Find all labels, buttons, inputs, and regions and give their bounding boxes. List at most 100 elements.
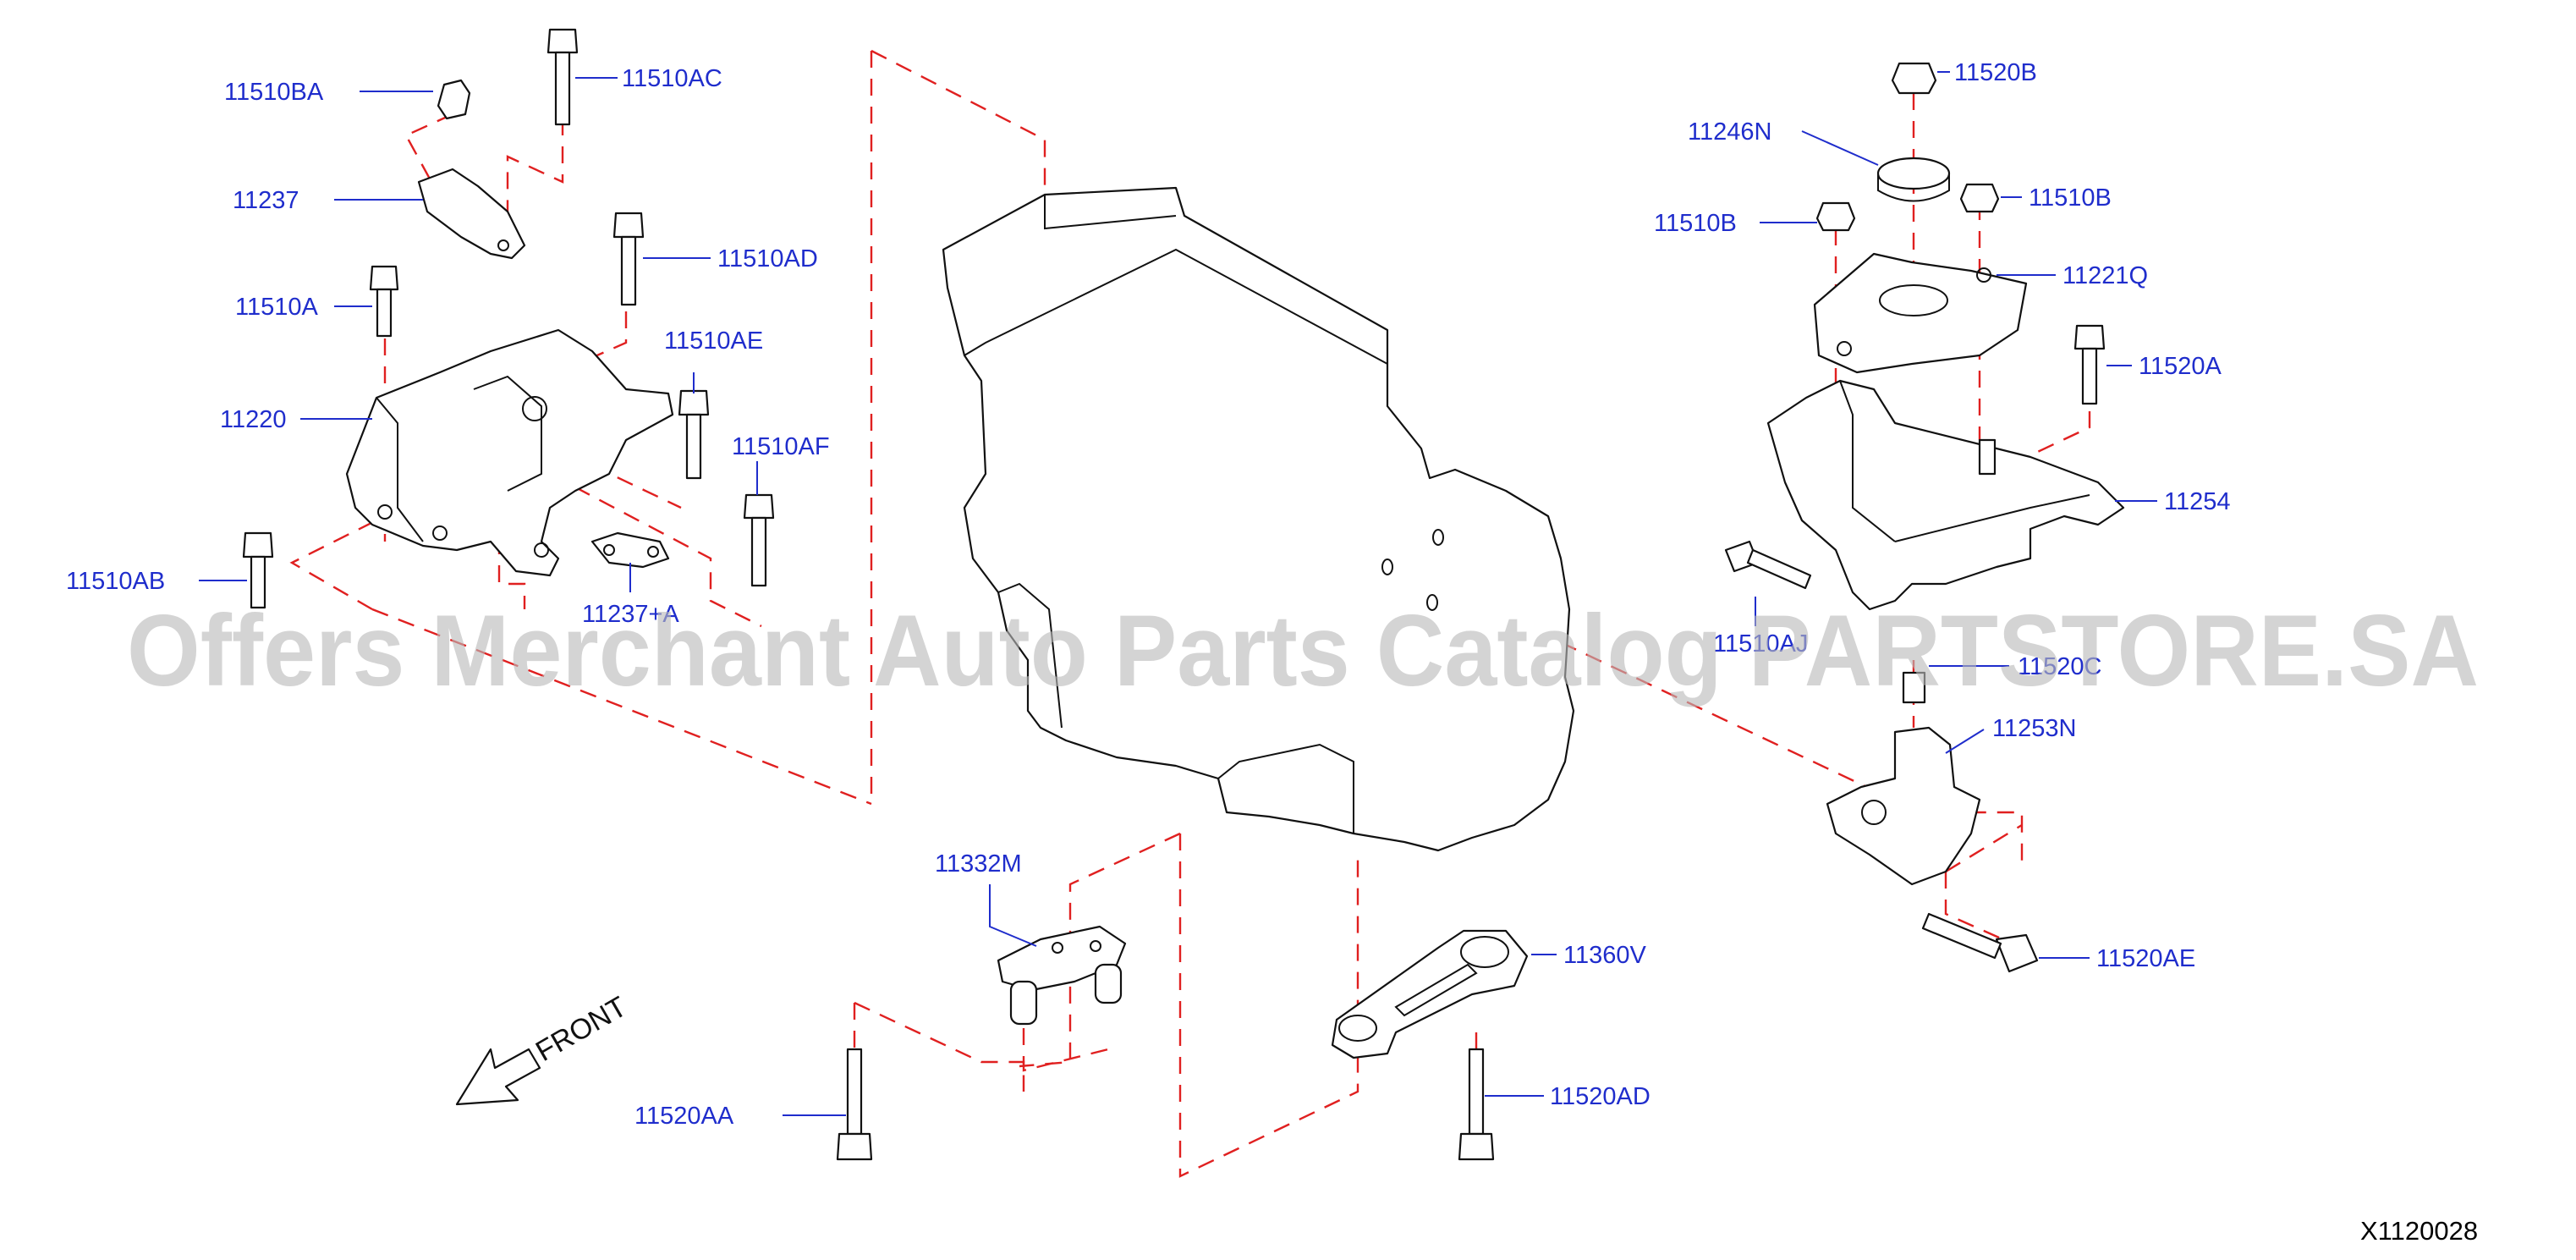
front-arrow-icon [455,1048,541,1106]
watermark: Offers Merchant Auto Parts Catalog PARTS… [127,594,2479,707]
engine-oilpan-line [1217,743,1354,834]
bracket-11253N [1826,726,1981,886]
label-11520AE: 11520AE [2096,945,2195,972]
label-11510AF: 11510AF [732,433,830,460]
torque-rod-11360V [1331,929,1529,1059]
engine-hole-2 [1381,558,1393,575]
stud-11520C [1902,671,1926,704]
guide-11360V [1178,834,1359,1178]
drawing-id: X1120028 [2360,1216,2478,1246]
label-11520B: 11520B [1954,59,2037,86]
bracket-11332M-leg-a [1009,980,1038,1026]
part-labels: 11510BA 11510AC 11237 11510AD 11510A 115… [66,59,2231,1130]
label-11520A: 11520A [2139,353,2222,380]
bolt-11510AB-shank [250,555,266,609]
mount-11220-hole-c [534,542,549,558]
guide-engine-bottom [371,608,872,806]
bracket-11237A-hole-a [603,544,615,556]
bolt-11510AJ-shank [1746,548,1812,590]
guide-11520AE [1944,872,2023,949]
bolt-11520AD-shank [1468,1048,1485,1136]
label-11221Q: 11221Q [2062,262,2148,289]
leader-11253N [1945,729,1985,754]
guide-11253N-right [1945,823,2023,873]
bolt-11510AF-shank [750,516,767,587]
guide-11520AA-b [854,1001,1025,1092]
label-11360V: 11360V [1563,942,1646,969]
mount-11220-body [345,328,674,577]
mount-11220-rib [473,375,542,492]
guide-11510AF [549,472,762,628]
mount-11220-hole-a [377,504,393,520]
bracket-11254 [1766,379,2125,611]
fasteners [242,28,2106,1161]
bracket-11237A [590,531,670,569]
engine-cylinder-head-line [964,248,1388,365]
bolt-11510AE-head [678,389,710,416]
label-11510BA: 11510BA [224,79,324,106]
nut-11520B [1891,62,1937,95]
bolt-11510AC-shank [554,51,571,126]
bracket-11237 [417,168,526,260]
mount-11220-hole-b [432,525,448,541]
front-indicator: FRONT [455,990,632,1106]
label-11246N: 11246N [1688,118,1771,146]
bolt-11510AD-head [612,212,645,239]
label-11520AD: 11520AD [1550,1083,1651,1110]
bolt-11520AE-head [1995,933,2039,973]
label-11510A: 11510A [235,294,318,321]
front-label: FRONT [530,990,632,1067]
washer-11246N [1876,157,1951,190]
bolt-11520AA-shank [846,1048,863,1136]
engine-hole-1 [1432,529,1444,546]
bracket-11254-rib [1894,494,2090,542]
label-11253N: 11253N [1992,715,2076,742]
bracket-11237A-hole-b [647,546,659,558]
leader-11332M [989,884,1037,947]
bracket-11237-hole [497,239,509,251]
engine-cover-line [1044,195,1177,230]
nut-11510B-right [1959,183,2000,213]
guide-engine-top [871,49,1046,190]
bracket-11332M-hole-b [1090,940,1101,952]
nut-11510B-left [1815,201,1856,232]
bracket-11332M-leg-b [1094,963,1123,1004]
label-11237A: 11237+A [582,601,679,628]
bolt-11510AC-head [547,28,579,54]
insulator-11221Q-hole-b [1976,267,1991,283]
bolt-11520A-head [2073,324,2106,350]
insulator-11221Q-center [1879,284,1948,316]
leader-11246N [1801,130,1879,166]
guide-11510BA [404,113,453,183]
label-11510AC: 11510AC [622,65,722,92]
label-11237: 11237 [233,187,299,214]
engine-outline [942,186,1575,852]
torque-rod-11360V-slot [1394,963,1478,1017]
nut-11510BA [437,79,471,120]
guide-mount-left [289,510,394,611]
label-11520C: 11520C [2018,653,2101,680]
bolt-11510AF-head [743,493,775,520]
mount-11220-edge [376,397,424,542]
bolt-11510A-head [369,265,399,291]
guide-11510AC [506,118,564,212]
bolt-11510AB-head [242,531,274,558]
left-engine-mount [345,168,674,577]
engine-front-line [997,582,1063,729]
bracket-11332M-hole-a [1052,942,1063,954]
washer-11246N-side [1877,173,1950,202]
bolt-11520AA-head [836,1132,873,1161]
bolt-11510AE-shank [685,413,702,480]
label-11510B-left: 11510B [1654,210,1737,237]
leader-lines [199,71,2157,1116]
label-11510AB: 11510AB [66,568,165,595]
guide-11332M-b [1022,1028,1109,1072]
engine-block [942,186,1575,852]
label-11510AD: 11510AD [717,245,818,272]
torque-rod-11360V-bushing [1460,936,1509,968]
insulator-11221Q-hole-a [1837,341,1852,356]
bracket-11254-pin [1978,438,1997,476]
label-11510AE: 11510AE [664,327,763,355]
